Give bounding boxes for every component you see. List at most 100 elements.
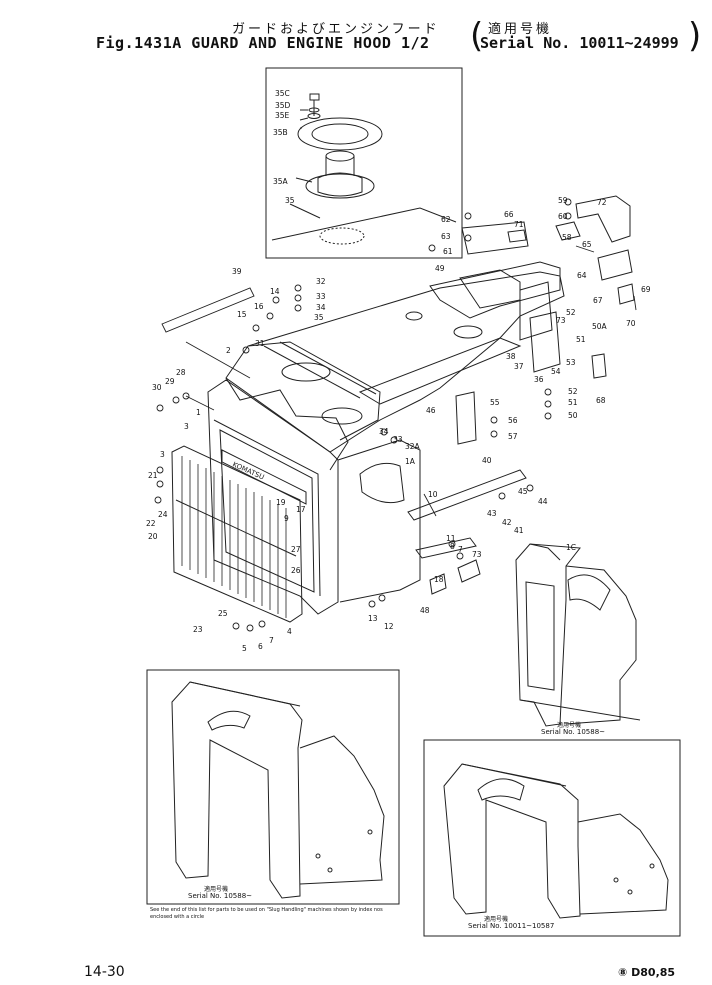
callout-label: 56 [508, 416, 518, 425]
radiator-grille [171, 445, 303, 623]
guard-inset-right [515, 543, 641, 727]
callout-label: 36 [534, 375, 544, 384]
inset-serial-label-jp: 適用号機 [204, 886, 229, 893]
callout-label: 41 [514, 526, 524, 535]
callout-label: 4 [287, 627, 292, 636]
callout-label: 3 [184, 422, 189, 431]
callout-label: 33 [393, 435, 403, 444]
callout-label: 38 [506, 352, 516, 361]
callout-label: 44 [538, 497, 548, 506]
callout-label: 45 [518, 487, 528, 496]
callout-label: 61 [443, 247, 453, 256]
side-plate [407, 469, 527, 595]
figure-title: Fig.1431A GUARD AND ENGINE HOOD 1/2 [96, 34, 430, 52]
callout-label: 39 [232, 267, 242, 276]
callout-label: 35C [275, 89, 290, 98]
callout-label: 66 [504, 210, 514, 219]
callout-label: 33 [316, 292, 326, 301]
inset-serial-label: Serial No. 10588~ [188, 892, 253, 900]
callout-label: 52 [566, 308, 576, 317]
footnote: See the end of this list for parts to be… [150, 907, 383, 920]
callout-label: 1C [566, 543, 577, 552]
callout-label: 58 [562, 233, 572, 242]
callout-label: 69 [641, 285, 651, 294]
callout-label: 35 [285, 196, 295, 205]
serial-paren-close: ) [688, 16, 702, 56]
callout-label: 52 [568, 387, 578, 396]
callout-label: 50A [592, 322, 607, 331]
callout-label: 19 [276, 498, 286, 507]
callout-label: 34 [316, 303, 326, 312]
front-frame: KOMATSU [207, 379, 421, 615]
callout-label: 51 [576, 335, 586, 344]
callout-label: 12 [384, 622, 394, 631]
inset-serial-label-jp: 適用号機 [484, 916, 509, 923]
callout-label: 21 [148, 471, 158, 480]
callout-label: 25 [218, 609, 228, 618]
callout-label: 35 [314, 313, 324, 322]
callout-label: 3 [160, 450, 165, 459]
callout-label: 42 [502, 518, 512, 527]
serial-paren-open: ( [470, 16, 484, 56]
callout-label: 7 [269, 636, 274, 645]
callout-label: 5 [242, 644, 247, 653]
callout-label: 9 [284, 514, 289, 523]
callout-label: 23 [193, 625, 203, 634]
callout-label: 10 [428, 490, 438, 499]
callout-label: 22 [146, 519, 156, 528]
callout-label: 17 [296, 505, 306, 514]
callout-label: 18 [434, 575, 444, 584]
callout-label: 1 [196, 408, 201, 417]
engine-hood-assembly [225, 261, 565, 471]
callout-label: 63 [441, 232, 451, 241]
callout-label: 27 [291, 545, 301, 554]
callout-label: 59 [558, 196, 568, 205]
inset-box-left [146, 669, 400, 905]
serial-range: Serial No. 10011~24999 [480, 34, 679, 52]
callout-label: 35E [275, 111, 290, 120]
callout-label: 65 [582, 240, 592, 249]
callout-label: 35A [273, 177, 288, 186]
callout-label: 11 [446, 534, 456, 543]
callout-label: 26 [291, 566, 301, 575]
callout-label: 40 [482, 456, 492, 465]
callout-label: 30 [152, 383, 162, 392]
callout-label: 28 [176, 368, 186, 377]
callout-label: 32A [405, 442, 420, 451]
callout-label: 7 [458, 545, 463, 554]
callout-label: 35B [273, 128, 288, 137]
callout-label: 43 [487, 509, 497, 518]
callout-label: 73 [556, 316, 566, 325]
callout-label: 35D [275, 101, 291, 110]
callout-label: 13 [368, 614, 378, 623]
callout-label: 51 [568, 398, 578, 407]
callout-label: 34 [379, 427, 389, 436]
callout-label: 53 [566, 358, 576, 367]
callout-label: 71 [514, 220, 524, 229]
title-japanese: ガードおよびエンジンフード [232, 22, 440, 37]
callout-label: 55 [490, 398, 500, 407]
callout-label: 6 [258, 642, 263, 651]
callout-label: 49 [435, 264, 445, 273]
guard-inset-bottom-right [443, 763, 669, 919]
callout-label: 64 [577, 271, 587, 280]
inset-serial-label: Serial No. 10588~ [541, 728, 606, 736]
callout-label: 29 [165, 377, 175, 386]
callout-label: 54 [551, 367, 561, 376]
callout-label: 32 [316, 277, 326, 286]
guard-inset-left [171, 681, 385, 899]
callout-label: 72 [597, 198, 607, 207]
callout-label: 67 [593, 296, 603, 305]
page-number: 14-30 [84, 964, 125, 980]
callout-label: 73 [472, 550, 482, 559]
callout-label: 68 [596, 396, 606, 405]
inset-serial-label-jp: 適用号機 [557, 722, 582, 729]
callout-label: 1A [405, 457, 415, 466]
callout-label: 60 [558, 212, 568, 221]
serial-label-japanese: 適用号機 [488, 22, 553, 37]
inset-box-right [423, 739, 681, 937]
callout-label: 14 [270, 287, 280, 296]
callout-label: 48 [420, 606, 430, 615]
callout-label: 46 [426, 406, 436, 415]
